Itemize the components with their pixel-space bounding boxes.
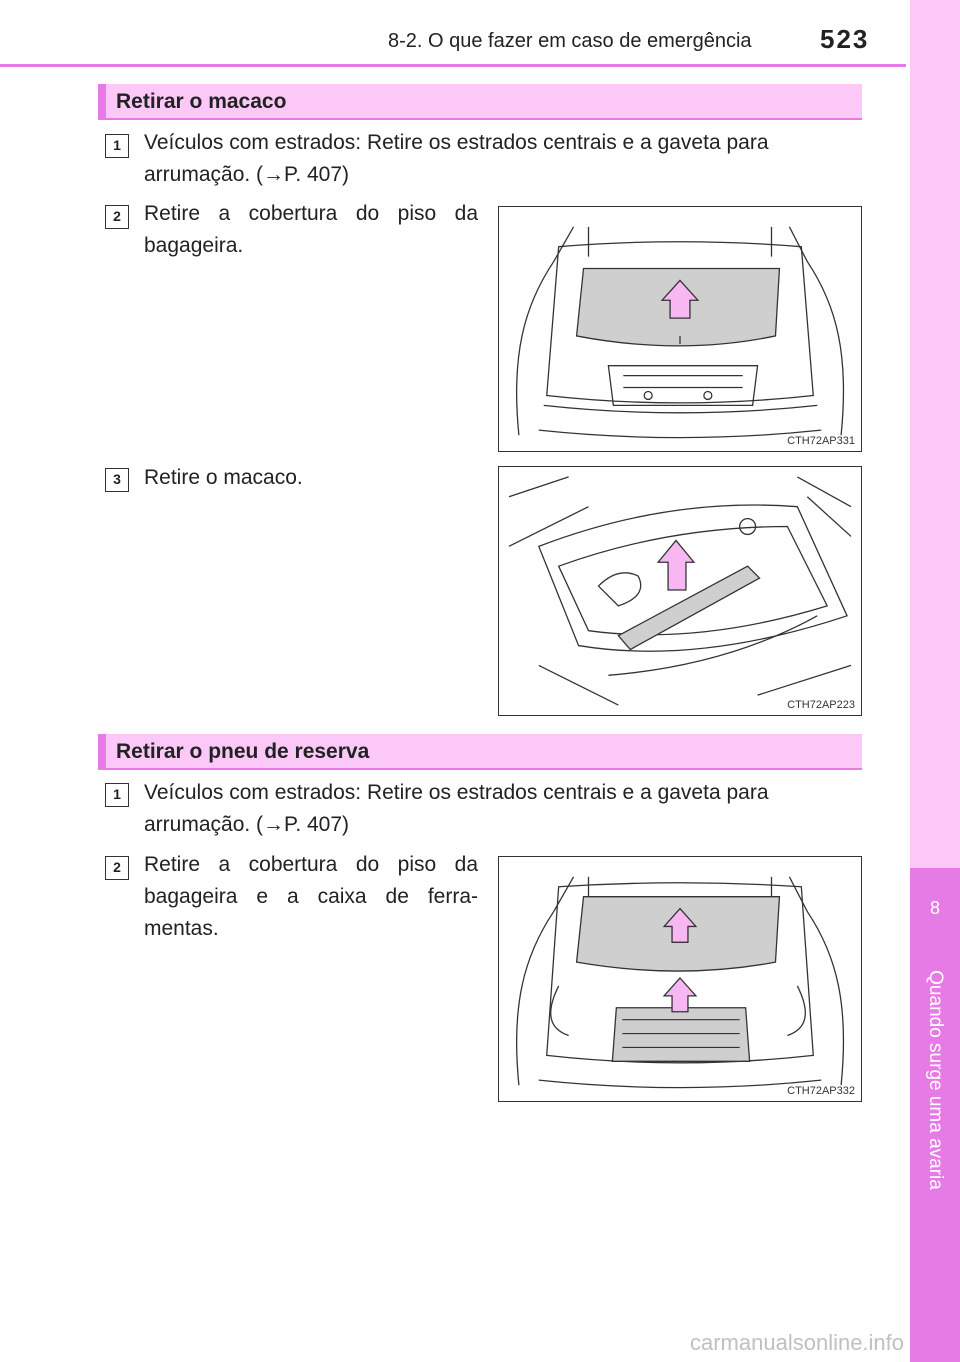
- step-text: Retire o macaco.: [144, 466, 303, 489]
- up-arrow-icon: [660, 279, 700, 319]
- step-text: Retire a cobertura do piso da bagageira …: [144, 853, 478, 940]
- step-number-badge: 2: [105, 856, 129, 880]
- chapter-title: Quando surge uma avaria: [925, 970, 946, 1190]
- step-number-badge: 1: [105, 783, 129, 807]
- up-arrow-icon: [656, 539, 696, 591]
- tool-box-illustration: CTH72AP332: [498, 856, 862, 1102]
- figure-code: CTH72AP332: [787, 1085, 855, 1097]
- step-number-badge: 3: [105, 468, 129, 492]
- step-text: Retire a cobertura do piso da bagageira.: [144, 202, 478, 257]
- jack-removal-illustration: CTH72AP223: [498, 466, 862, 716]
- chapter-side-tab-active: [910, 868, 960, 1362]
- step-number-badge: 2: [105, 205, 129, 229]
- luggage-floor-cover-illustration: CTH72AP331: [498, 206, 862, 452]
- figure-code: CTH72AP331: [787, 435, 855, 447]
- page-number: 523: [820, 24, 870, 54]
- running-header: 8-2. O que fazer em caso de emergência: [388, 30, 752, 52]
- figure-code: CTH72AP223: [787, 699, 855, 711]
- watermark: carmanualsonline.info: [690, 1330, 905, 1355]
- chapter-number: 8: [929, 898, 940, 918]
- step-text: Veículos com estrados: Retire os estrado…: [144, 131, 769, 186]
- section-title: Retirar o pneu de reserva: [116, 740, 370, 763]
- header-rule: [0, 64, 906, 67]
- step-number-badge: 1: [105, 134, 129, 158]
- section-heading-spare-tire: Retirar o pneu de reserva: [98, 734, 862, 770]
- step-text: Veículos com estrados: Retire os estrado…: [144, 781, 769, 836]
- up-arrow-icon: [662, 907, 698, 943]
- section-heading-jack: Retirar o macaco: [98, 84, 862, 120]
- section-title: Retirar o macaco: [116, 90, 287, 113]
- up-arrow-icon: [662, 977, 698, 1013]
